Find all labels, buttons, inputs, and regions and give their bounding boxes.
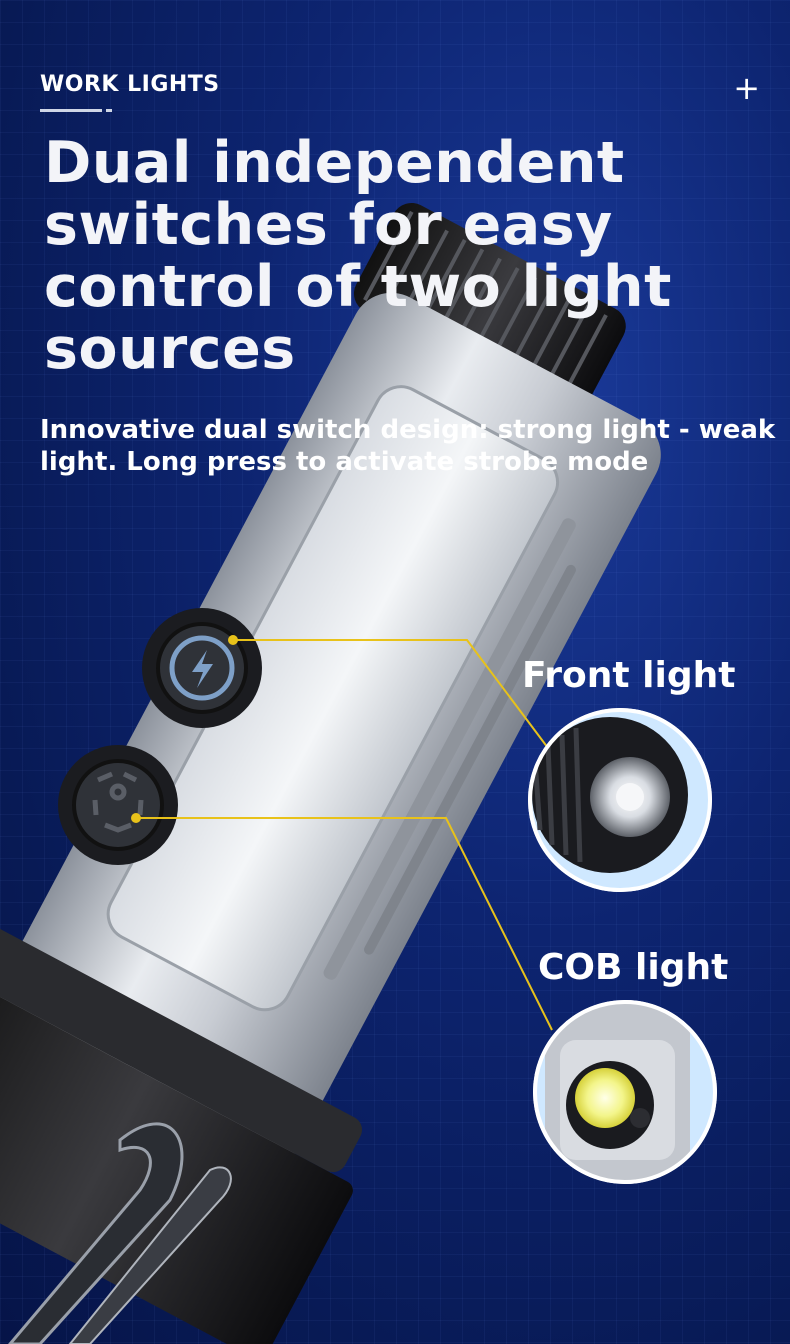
- lightning-icon: [192, 650, 213, 688]
- tag-underline: [40, 109, 102, 112]
- belt-clip-tip: [68, 1166, 232, 1344]
- section-tag: WORK LIGHTS: [40, 72, 220, 97]
- cob-light-inset: [533, 1000, 717, 1184]
- aperture-icon: [92, 771, 144, 833]
- front-light-inset: [528, 708, 712, 892]
- callout-lines: [136, 639, 553, 1031]
- plus-icon[interactable]: +: [733, 69, 760, 107]
- cob-light-label: COB light: [538, 947, 729, 988]
- front-light-label: Front light: [522, 655, 736, 696]
- flashlight-body: [0, 292, 661, 1344]
- callout-dot-front: [228, 635, 238, 645]
- mode-button[interactable]: [58, 745, 178, 865]
- power-button[interactable]: [142, 608, 262, 728]
- belt-clip: [8, 1122, 184, 1344]
- tag-underline-dot: [106, 109, 112, 112]
- page-title: Dual independent switches for easy contr…: [44, 130, 672, 382]
- page-subtitle: Innovative dual switch design: strong li…: [40, 415, 776, 477]
- callout-dot-cob: [131, 813, 141, 823]
